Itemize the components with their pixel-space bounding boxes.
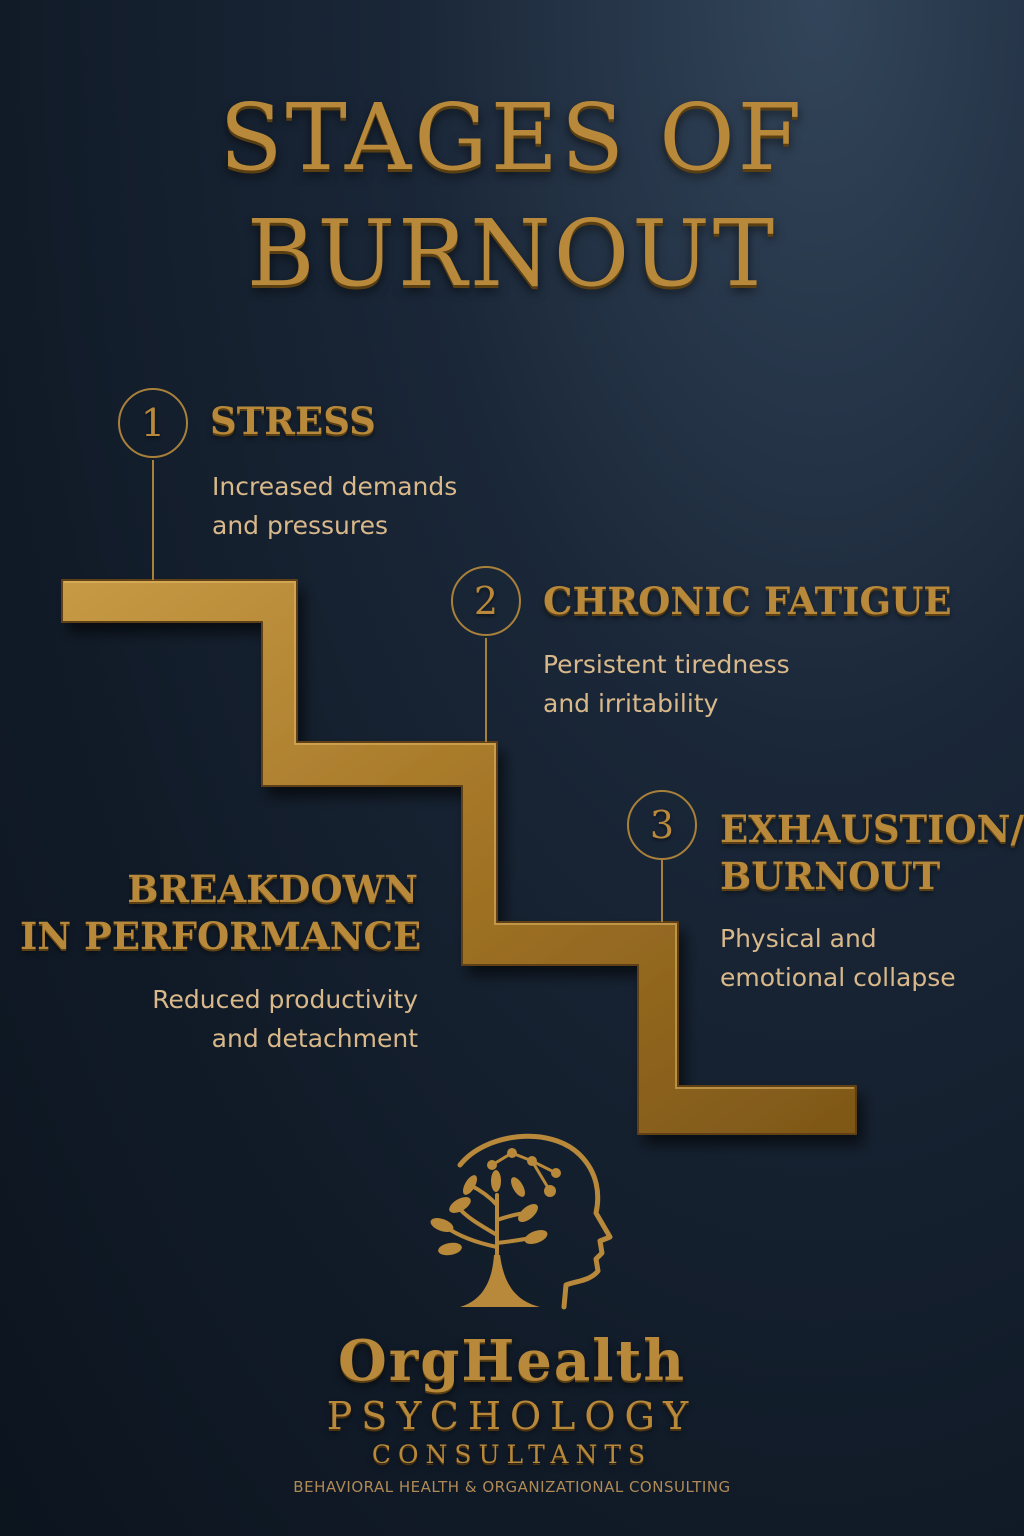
stage3-heading-line2: BURNOUT	[720, 854, 941, 898]
stage1-number-badge: 1	[118, 388, 188, 458]
stage1-heading: STRESS	[210, 399, 376, 443]
brand-line-psychology: PSYCHOLOGY	[326, 1394, 698, 1438]
tree-head-profile-icon	[430, 1133, 613, 1310]
stage3-number-badge: 3	[627, 790, 697, 860]
brand-name: OrgHealth	[337, 1328, 687, 1394]
stage1-connector	[152, 460, 154, 580]
brand-line-consultants: CONSULTANTS	[371, 1440, 653, 1469]
stage2-connector	[485, 638, 487, 742]
stage4-desc-line2: and detachment	[211, 1024, 418, 1053]
stage3-desc-line2: emotional collapse	[720, 963, 956, 992]
stage3-heading-line1: EXHAUSTION/	[720, 807, 1024, 851]
stage2-desc-line2: and irritability	[543, 689, 719, 718]
stage2-desc-line1: Persistent tiredness	[543, 650, 790, 679]
stage3-connector	[661, 860, 663, 922]
stage4-heading-line2: IN PERFORMANCE	[20, 914, 422, 958]
stage2-number-badge: 2	[451, 566, 521, 636]
stage4-desc-line1: Reduced productivity	[152, 985, 418, 1014]
brand-tagline: BEHAVIORAL HEALTH & ORGANIZATIONAL CONSU…	[293, 1478, 731, 1496]
page-title-line2: BURNOUT	[246, 200, 778, 307]
stage3-desc-line1: Physical and	[720, 924, 877, 953]
staircase-shape	[61, 579, 857, 1135]
page-title-line1: STAGES OF	[219, 84, 805, 191]
stage4-heading-line1: BREAKDOWN	[127, 867, 418, 911]
stage1-desc-line1: Increased demands	[212, 472, 458, 501]
stage1-desc-line2: and pressures	[212, 511, 388, 540]
stage2-heading: CHRONIC FATIGUE	[543, 579, 952, 623]
